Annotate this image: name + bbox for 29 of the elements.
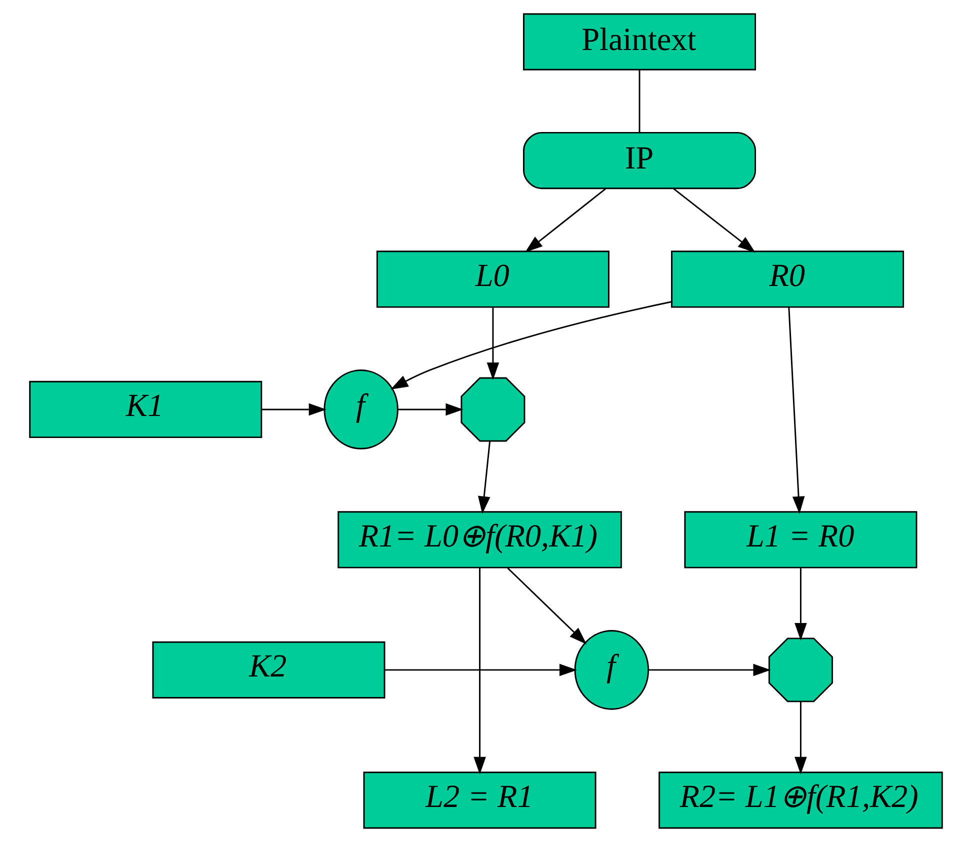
node-box: IP <box>523 132 756 190</box>
node-circle: f <box>574 630 650 710</box>
arrow <box>478 441 491 514</box>
node-box: Plaintext <box>523 13 756 70</box>
arrow <box>648 664 771 676</box>
arrow <box>262 403 326 416</box>
connector <box>638 70 640 132</box>
arrow <box>788 307 805 514</box>
node-circle: f <box>324 370 398 450</box>
node-box: R1= L0⊕f(R0,K1) <box>338 511 622 568</box>
node-octagon <box>768 638 833 702</box>
node-box: L0 <box>376 250 610 308</box>
arrow <box>673 188 756 253</box>
node-box: L2 = R1 <box>363 772 596 829</box>
node-octagon <box>460 377 526 442</box>
node-box: R0 <box>671 250 904 308</box>
node-box: L1 = R0 <box>684 511 918 568</box>
arrow <box>398 403 464 416</box>
arrow <box>794 702 807 774</box>
arrow <box>384 664 578 676</box>
node-box: K1 <box>29 380 262 438</box>
node-box: K2 <box>152 641 386 699</box>
arrow <box>525 188 606 252</box>
arrow <box>794 568 807 641</box>
arrow <box>486 308 500 380</box>
arrow <box>507 568 587 644</box>
arrow <box>474 568 486 774</box>
arrow <box>390 301 672 390</box>
node-box: R2= L1⊕f(R1,K2) <box>658 772 943 829</box>
